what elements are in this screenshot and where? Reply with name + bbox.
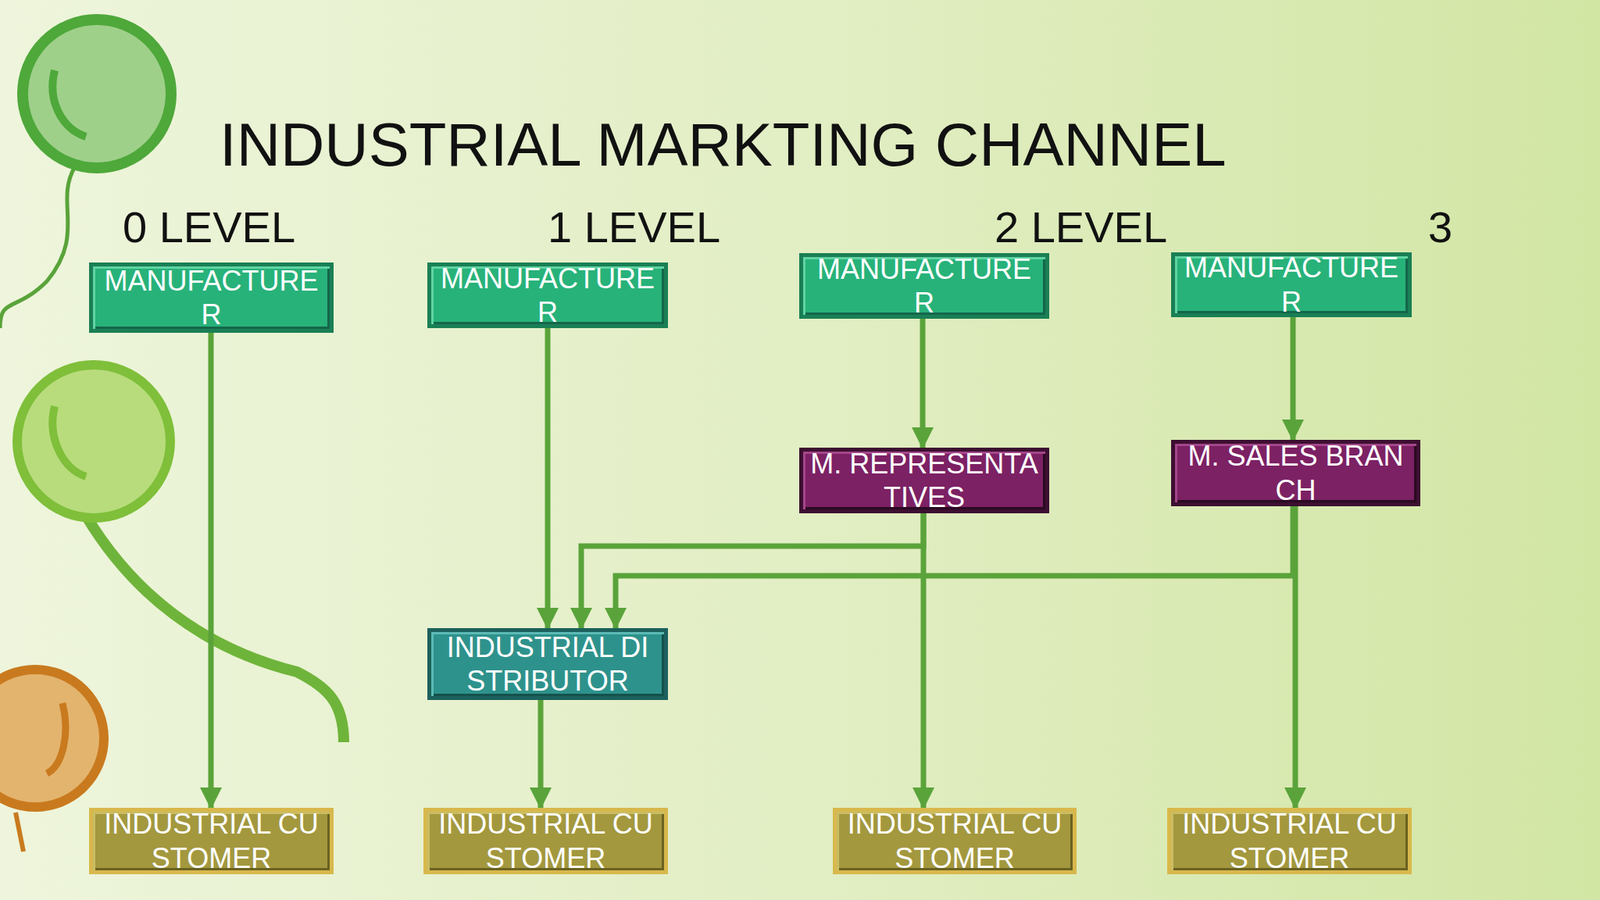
node-text: INDUSTRIAL CUSTOMER: [1177, 807, 1402, 875]
diagram-title: INDUSTRIAL MARKTING CHANNEL: [219, 109, 1227, 181]
manufacturer-box: MANUFACTURER: [799, 253, 1050, 319]
customer-box: INDUSTRIAL CUSTOMER: [423, 807, 668, 875]
level-label: 2 LEVEL: [994, 201, 1168, 253]
node-text: INDUSTRIAL CUSTOMER: [99, 807, 324, 875]
customer-box: INDUSTRIAL CUSTOMER: [1167, 807, 1412, 875]
manufacturer-box: MANUFACTURER: [89, 262, 334, 333]
level-label: 1 LEVEL: [547, 201, 721, 253]
flow-arrow: [921, 513, 927, 808]
sales-branch-box: M. SALES BRANCH: [1171, 439, 1421, 507]
node-text: INDUSTRIAL CUSTOMER: [842, 807, 1067, 875]
flow-arrow: [208, 332, 215, 808]
node-text: M. REPRESENTATIVES: [809, 446, 1040, 515]
flow-arrow: [545, 328, 551, 629]
customer-box: INDUSTRIAL CUSTOMER: [89, 807, 334, 875]
level-label: 3: [1428, 201, 1453, 253]
flow-arrow: [920, 318, 926, 448]
node-text: MANUFACTURER: [99, 264, 324, 332]
flow-arrow: [581, 513, 924, 629]
flow-arrow: [615, 506, 1293, 629]
node-text: INDUSTRIAL CUSTOMER: [433, 807, 658, 875]
customer-box: INDUSTRIAL CUSTOMER: [832, 807, 1077, 875]
manufacturer-box: MANUFACTURER: [427, 262, 668, 329]
representative-box: M. REPRESENTATIVES: [799, 447, 1050, 514]
distributor-box: INDUSTRIAL DISTRIBUTOR: [427, 628, 668, 700]
node-text: INDUSTRIAL DISTRIBUTOR: [437, 630, 658, 698]
node-text: M. SALES BRANCH: [1181, 439, 1411, 507]
flow-arrow: [538, 700, 544, 808]
node-text: MANUFACTURER: [437, 261, 658, 329]
node-text: MANUFACTURER: [809, 252, 1040, 320]
node-text: MANUFACTURER: [1181, 250, 1402, 318]
level-label: 0 LEVEL: [122, 201, 296, 253]
flow-arrow: [1290, 317, 1297, 440]
manufacturer-box: MANUFACTURER: [1171, 252, 1412, 318]
